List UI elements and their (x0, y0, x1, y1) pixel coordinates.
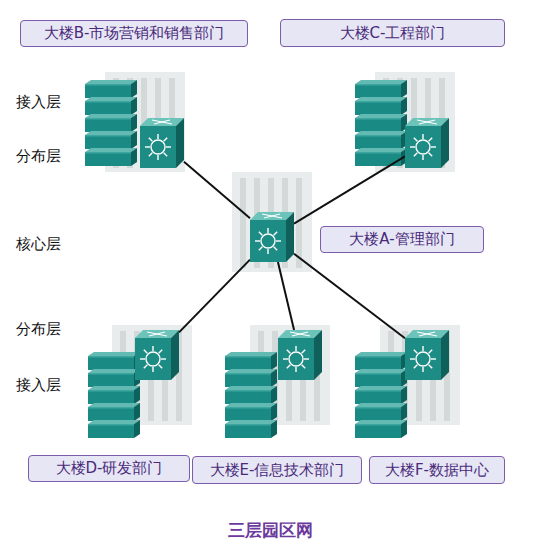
building-label: 大楼E-信息技术部门 (192, 456, 362, 484)
diagram-caption: 三层园区网 (0, 519, 540, 542)
building-label: 大楼A-管理部门 (320, 226, 484, 253)
building-graphic (232, 172, 312, 272)
building-label: 大楼C-工程部门 (280, 19, 505, 47)
network-link (294, 254, 405, 339)
multilayer-switch-icon (140, 118, 184, 168)
multilayer-switch-icon (135, 330, 179, 380)
tier-label: 接入层 (16, 93, 61, 112)
access-switch-stack (88, 352, 140, 438)
building-label: 大楼B-市场营销和销售部门 (20, 20, 248, 47)
access-switch-stack (85, 80, 137, 166)
tier-label: 核心层 (16, 235, 61, 254)
network-link (184, 162, 250, 218)
building-label: 大楼F-数据中心 (369, 456, 505, 484)
building-switch-node: 大楼F-数据中心 (405, 330, 449, 380)
multilayer-switch-icon (278, 330, 322, 380)
network-link (294, 156, 405, 223)
building-label: 大楼D-研发部门 (28, 455, 190, 482)
access-switch-stack (355, 80, 407, 166)
access-switch-stack (355, 352, 407, 438)
multilayer-switch-icon (250, 212, 294, 262)
multilayer-switch-icon (405, 118, 449, 168)
network-link (278, 262, 294, 330)
building-switch-node: 大楼C-工程部门 (405, 118, 449, 168)
building-switch-node: 大楼D-研发部门 (135, 330, 179, 380)
tier-label: 分布层 (16, 320, 61, 339)
building-switch-node: 大楼A-管理部门 (250, 212, 294, 262)
tier-label: 分布层 (16, 147, 61, 166)
multilayer-switch-icon (405, 330, 449, 380)
building-switch-node: 大楼B-市场营销和销售部门 (140, 118, 184, 168)
building-switch-node: 大楼E-信息技术部门 (278, 330, 322, 380)
access-switch-stack (225, 352, 277, 438)
network-link (179, 260, 250, 333)
tier-label: 接入层 (16, 376, 61, 395)
